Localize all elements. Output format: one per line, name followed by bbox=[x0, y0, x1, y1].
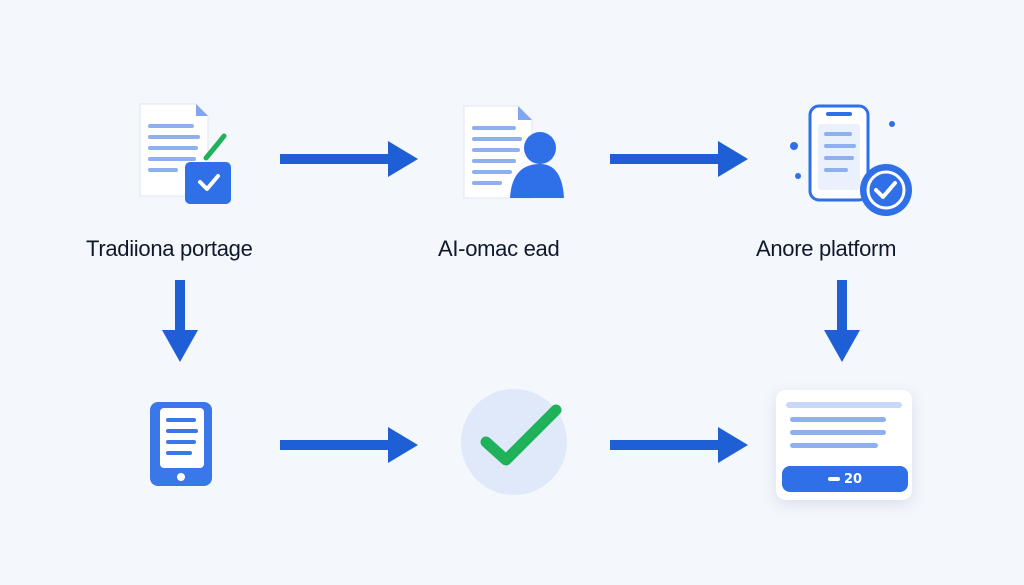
tablet-document-icon bbox=[150, 402, 212, 486]
arrow-ai-to-platform bbox=[610, 141, 748, 177]
node-tablet bbox=[146, 398, 216, 490]
card-button-dash bbox=[827, 477, 840, 481]
card-button[interactable]: 20 bbox=[782, 466, 908, 492]
card-form-icon bbox=[786, 402, 902, 448]
node-platform bbox=[784, 100, 914, 220]
arrow-platform-to-card bbox=[824, 280, 860, 362]
checkmark-icon bbox=[461, 389, 567, 495]
label-traditional: Tradiiona portage bbox=[86, 236, 253, 261]
node-card: 20 bbox=[776, 390, 912, 500]
arrow-check-to-card bbox=[610, 427, 748, 463]
node-check bbox=[460, 388, 568, 496]
phone-check-icon bbox=[790, 104, 912, 216]
arrow-tablet-to-check bbox=[280, 427, 418, 463]
node-traditional bbox=[128, 100, 238, 210]
node-ai bbox=[462, 102, 572, 202]
document-check-icon bbox=[139, 103, 231, 204]
arrow-traditional-to-tablet bbox=[162, 280, 198, 362]
label-platform: Anore platform bbox=[756, 236, 897, 261]
arrow-traditional-to-ai bbox=[280, 141, 418, 177]
label-ai: AI-omac ead bbox=[438, 236, 560, 261]
document-user-icon bbox=[463, 105, 564, 199]
card-button-text: 20 bbox=[843, 471, 863, 487]
